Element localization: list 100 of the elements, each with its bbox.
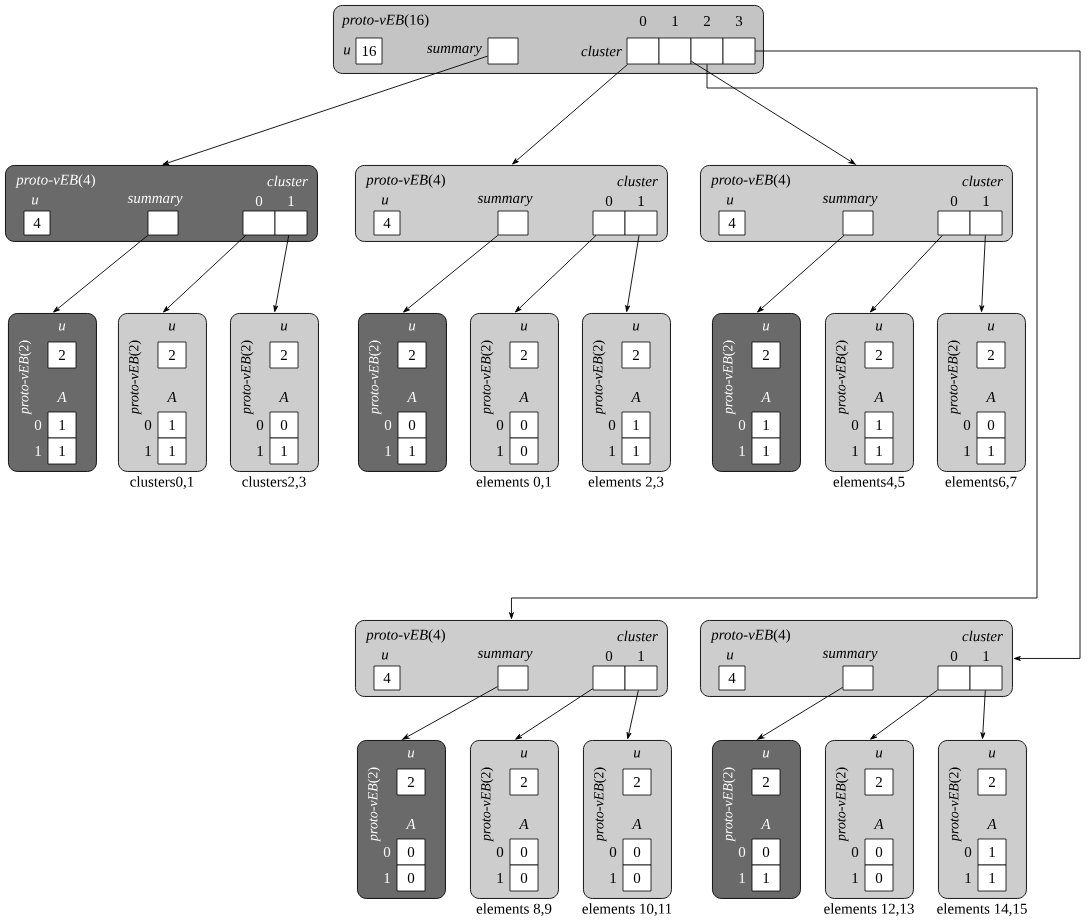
node-label: elements 8,9 bbox=[476, 903, 552, 916]
field-label: u bbox=[281, 323, 288, 331]
structure-title: proto-vEB(2) bbox=[480, 767, 494, 842]
value-box: 0 bbox=[509, 864, 539, 892]
index-label: 2 bbox=[703, 16, 710, 26]
field-label: summary bbox=[822, 195, 878, 207]
field-label: u bbox=[344, 47, 351, 55]
index-label: 0 bbox=[255, 195, 263, 207]
field-label: u bbox=[169, 323, 176, 331]
value-box: 1 bbox=[269, 437, 299, 465]
arrow bbox=[870, 234, 943, 313]
index-label: 0 bbox=[496, 419, 504, 431]
index-label: 1 bbox=[672, 16, 678, 26]
structure-title: proto-vEB(4) bbox=[15, 174, 95, 188]
value-box: 0 bbox=[751, 838, 781, 866]
structure-title: proto-vEB(2) bbox=[948, 767, 962, 842]
value-box: 1 bbox=[977, 864, 1007, 892]
index-label: 0 bbox=[256, 419, 264, 431]
index-label: 1 bbox=[35, 446, 41, 456]
node-label: clusters2,3 bbox=[242, 476, 306, 489]
pointer-slot bbox=[842, 665, 874, 691]
value-box: 1 bbox=[977, 838, 1007, 866]
value-box: 2 bbox=[47, 341, 77, 369]
pointer-slot bbox=[147, 210, 179, 236]
index-label: 1 bbox=[964, 446, 970, 456]
value-box: 1 bbox=[864, 437, 894, 465]
field-label: cluster bbox=[617, 175, 658, 187]
index-label: 0 bbox=[950, 650, 958, 662]
field-label: u bbox=[409, 323, 416, 331]
index-label: 0 bbox=[851, 419, 859, 431]
arrow bbox=[402, 686, 499, 740]
index-label: 1 bbox=[609, 446, 615, 456]
index-label: 0 bbox=[605, 195, 613, 207]
structure-title: proto-vEB(2) bbox=[368, 340, 382, 415]
structure-title: proto-vEB(4) bbox=[710, 629, 790, 643]
field-label: u bbox=[633, 323, 640, 331]
field-label: A bbox=[631, 819, 642, 829]
value-box: 0 bbox=[509, 437, 539, 465]
pointer-slot bbox=[497, 665, 529, 691]
structure-title: proto-vEB(16) bbox=[341, 14, 429, 28]
pointer-slot bbox=[937, 210, 971, 236]
arrow bbox=[515, 234, 597, 313]
pointer-slot bbox=[969, 665, 1003, 691]
index-label: 1 bbox=[497, 873, 503, 883]
arrow bbox=[979, 234, 986, 313]
index-label: 0 bbox=[383, 846, 391, 858]
value-box: 0 bbox=[622, 864, 652, 892]
structure-title: proto-vEB(2) bbox=[835, 767, 849, 842]
arrow bbox=[403, 234, 499, 313]
field-label: cluster bbox=[581, 45, 622, 57]
value-box: 2 bbox=[977, 768, 1007, 796]
index-label: 0 bbox=[608, 419, 616, 431]
field-label: A bbox=[760, 392, 771, 402]
field-label: cluster bbox=[617, 630, 658, 642]
field-label: A bbox=[278, 392, 289, 402]
arrow bbox=[53, 234, 149, 313]
value-box: 0 bbox=[269, 411, 299, 439]
field-label: A bbox=[406, 392, 417, 402]
value-box: 0 bbox=[976, 411, 1006, 439]
pointer-slot bbox=[624, 665, 658, 691]
value-box: 0 bbox=[509, 838, 539, 866]
index-label: 0 bbox=[34, 419, 42, 431]
arrow bbox=[163, 234, 247, 313]
field-label: A bbox=[630, 392, 641, 402]
field-label: u bbox=[521, 750, 528, 758]
value-box: 4 bbox=[718, 665, 746, 691]
node-label: elements4,5 bbox=[833, 476, 905, 489]
value-box: 2 bbox=[751, 768, 781, 796]
pointer-slot bbox=[487, 37, 519, 65]
index-label: 0 bbox=[496, 846, 504, 858]
value-box: 2 bbox=[509, 341, 539, 369]
field-label: A bbox=[986, 819, 997, 829]
arrow bbox=[757, 234, 845, 313]
arrow bbox=[512, 63, 629, 165]
value-box: 4 bbox=[373, 665, 401, 691]
index-label: 1 bbox=[739, 446, 745, 456]
index-label: 0 bbox=[144, 419, 152, 431]
value-box: 0 bbox=[396, 864, 426, 892]
index-label: 1 bbox=[145, 446, 151, 456]
index-label: 0 bbox=[384, 419, 392, 431]
value-box: 2 bbox=[396, 768, 426, 796]
value-box: 2 bbox=[976, 341, 1006, 369]
structure-title: proto-vEB(2) bbox=[128, 340, 142, 415]
value-box: 1 bbox=[47, 437, 77, 465]
value-box: 1 bbox=[47, 411, 77, 439]
index-label: 1 bbox=[739, 873, 745, 883]
field-label: u bbox=[408, 750, 415, 758]
index-label: 1 bbox=[610, 873, 616, 883]
value-box: 16 bbox=[355, 37, 383, 65]
index-label: 0 bbox=[605, 650, 613, 662]
value-box: 0 bbox=[622, 838, 652, 866]
index-label: 0 bbox=[609, 846, 617, 858]
field-label: A bbox=[873, 392, 884, 402]
value-box: 2 bbox=[621, 341, 651, 369]
index-label: 1 bbox=[497, 446, 503, 456]
value-box: 0 bbox=[864, 864, 894, 892]
index-label: 1 bbox=[385, 446, 391, 456]
structure-title: proto-vEB(4) bbox=[365, 629, 445, 643]
value-box: 1 bbox=[864, 411, 894, 439]
pointer-slot bbox=[497, 210, 529, 236]
